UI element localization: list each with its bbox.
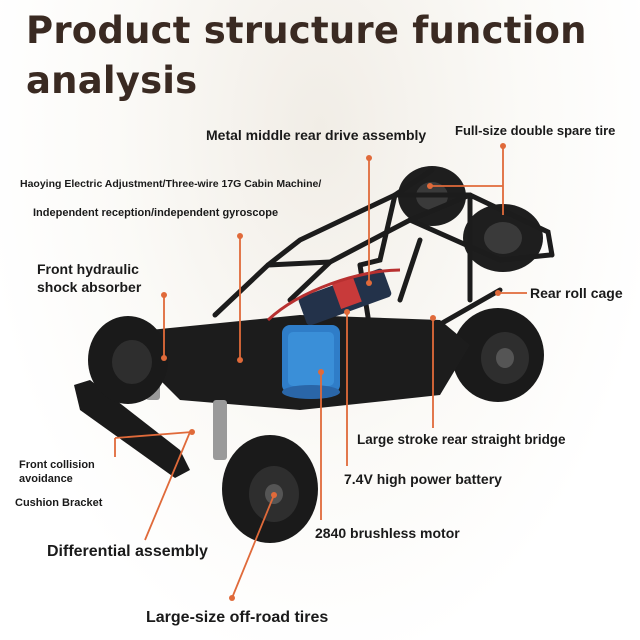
label-front-collision-line1: Front collision <box>19 459 95 471</box>
page-title: Product structure function analysis <box>26 6 587 106</box>
label-front-collision-line2: avoidance <box>19 473 73 485</box>
label-metal-rear-drive: Metal middle rear drive assembly <box>206 127 427 143</box>
label-differential: Differential assembly <box>47 543 208 560</box>
label-brushless-motor: 2840 brushless motor <box>315 525 460 541</box>
label-front-shock-line1: Front hydraulic <box>37 261 139 277</box>
motor-graphic <box>282 325 340 399</box>
title-line-1: Product structure function <box>26 9 587 52</box>
front-right-wheel <box>222 435 318 543</box>
label-cushion-bracket: Cushion Bracket <box>15 497 103 509</box>
label-spare-tire: Full-size double spare tire <box>455 123 616 138</box>
label-offroad-tires: Large-size off-road tires <box>146 609 329 626</box>
rear-right-wheel <box>452 308 544 402</box>
label-rear-roll-cage: Rear roll cage <box>530 285 623 301</box>
callout-dots <box>161 143 506 601</box>
label-rear-straight-bridge: Large stroke rear straight bridge <box>357 432 566 447</box>
title-line-2: analysis <box>26 59 198 102</box>
label-front-shock-line2: shock absorber <box>37 279 142 295</box>
label-independent-gyroscope: Independent reception/independent gyrosc… <box>33 207 279 219</box>
front-bumper <box>74 380 190 478</box>
callout-lines <box>114 146 527 599</box>
label-battery: 7.4V high power battery <box>344 471 502 487</box>
label-electric-adjustment: Haoying Electric Adjustment/Three-wire 1… <box>20 178 322 190</box>
front-left-wheel <box>88 316 168 404</box>
